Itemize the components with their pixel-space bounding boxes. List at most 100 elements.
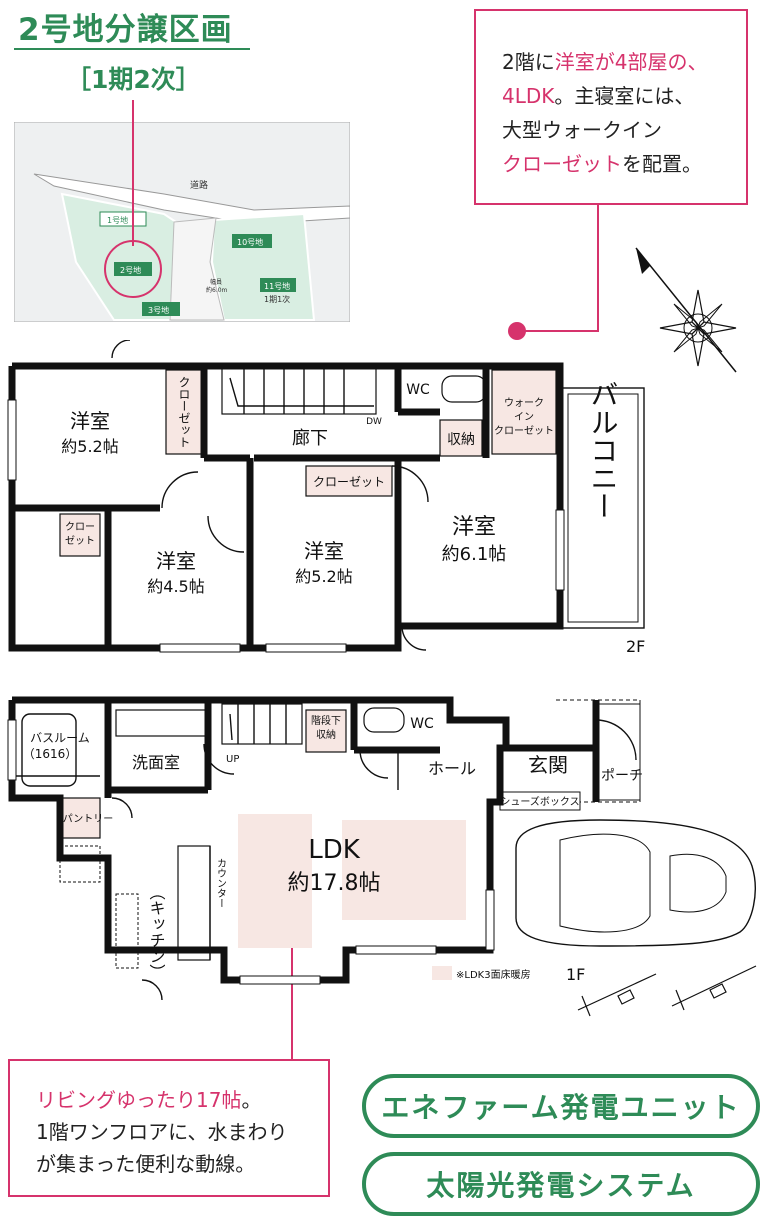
pantry-fill: [59, 797, 101, 839]
storage-2f: [439, 419, 483, 457]
window: [485, 889, 495, 951]
stair-storage-label-2: 収納: [316, 728, 336, 741]
balcony-label: バルコニー: [587, 380, 620, 520]
toilet-2f-icon: [441, 375, 487, 403]
door-swing: [111, 797, 133, 819]
door-swing: [161, 471, 199, 509]
walkin-label-3: クローゼット: [494, 425, 554, 437]
window: [159, 643, 241, 653]
callout-bottom-line-2: 1階ワンフロアに、水まわり: [36, 1120, 288, 1144]
porch-steps: [595, 703, 641, 801]
callout-2f-summary: 2階に洋室が4部屋の、 4LDK。主寝室には、 大型ウォークイン クローゼットを…: [474, 9, 748, 205]
lot-10-label: 10号地: [237, 237, 263, 247]
floor-2f-label: 2F: [626, 637, 645, 656]
callout-bottom-line-3: が集まった便利な動線。: [36, 1152, 256, 1176]
kitchen-label: （キッチン）: [147, 884, 166, 980]
bathroom-size: （1616）: [23, 747, 78, 761]
room-2f-3-size: 約5.2帖: [295, 567, 352, 586]
lot-11-box: [260, 278, 296, 292]
stairs-1f: [221, 703, 303, 745]
closet-2f-2: [59, 513, 101, 557]
wc-2f-label: WC: [406, 382, 430, 398]
room-2f-4-name: 洋室: [452, 515, 496, 540]
toilet-1f-icon: [363, 707, 405, 733]
callout-text: 2階に: [502, 50, 555, 74]
counter-label: カウンター: [215, 858, 227, 908]
wc-1f-label: WC: [410, 716, 434, 732]
closet-2f-1: [165, 369, 203, 455]
callout-text: を配置。: [622, 152, 702, 176]
kitchen-counter-icon: [177, 845, 211, 961]
stair-storage-label-1: 階段下: [311, 714, 341, 727]
callout-text: 。主寝室には、: [554, 84, 695, 108]
callout-1f-summary: リビングゆったり17帖。 1階ワンフロアに、水まわり が集まった便利な動線。: [8, 1059, 330, 1197]
walkin-closet: [491, 369, 557, 455]
door-swing: [203, 743, 235, 775]
callout-top-leader: [517, 205, 599, 332]
closet-2f-3-label: クローゼット: [313, 475, 385, 489]
washroom-label: 洗面室: [132, 753, 180, 772]
road-shape: [33, 173, 350, 225]
storage-2f-label: 収納: [447, 432, 475, 448]
title-underline: [14, 48, 250, 50]
door-swing: [141, 979, 163, 1000]
door-swing: [391, 465, 429, 503]
floor-heating-note: ※LDK3面床暖房: [456, 968, 531, 981]
lot-1-label: 1号地: [107, 215, 128, 225]
road-width-label: 幅員: [210, 278, 222, 286]
callout-bottom-line-1: リビングゆったり17帖。: [36, 1085, 261, 1115]
lot-3-label: 3号地: [148, 305, 169, 315]
closet-2f-2-label-b: ゼット: [65, 535, 95, 547]
lot-1-box: [99, 211, 147, 227]
phase-label: 1期1次: [264, 294, 290, 304]
window: [7, 719, 17, 781]
door-swing: [595, 719, 637, 761]
outdoor-unit: [115, 893, 139, 969]
lot-2-box: [114, 262, 152, 276]
site-map: 道路 1号地 2号地 3号地 10号地 11号地 1期1次 幅員 約6.0m: [14, 122, 350, 322]
callout-highlight: リビングゆったり17帖: [36, 1088, 242, 1112]
closet-2f-1-label: クローゼット: [177, 376, 191, 448]
entrance-label: 玄関: [528, 753, 568, 777]
corridor-label: 廊下: [292, 428, 328, 449]
walkin-label-2: イン: [514, 412, 534, 423]
stairs-up-label: UP: [226, 754, 239, 765]
callout-line-2: 4LDK。主寝室には、: [502, 79, 694, 113]
dw-label: DW: [366, 417, 382, 427]
room-2f-3-name: 洋室: [304, 539, 344, 563]
door-swing: [207, 515, 245, 553]
door-swing: [359, 749, 389, 779]
stairs-2f: [221, 367, 377, 415]
page-title: 2号地分譲区画: [18, 12, 233, 48]
lot-3-box: [142, 302, 180, 316]
room-2f-1-name: 洋室: [70, 409, 110, 433]
floor-plan-2f: 洋室 約5.2帖 洋室 約4.5帖 洋室 約5.2帖 洋室 約6.1帖 クローゼ…: [7, 340, 645, 656]
window: [239, 975, 321, 985]
bathtub-icon: [21, 713, 77, 787]
callout-line-4: クローゼットを配置。: [502, 147, 702, 181]
balcony-inner: [567, 393, 639, 623]
callout-line-3: 大型ウォークイン: [502, 118, 662, 142]
window: [265, 643, 347, 653]
bathroom-label: バスルーム: [30, 731, 90, 745]
feature-solar-badge: 太陽光発電システム: [362, 1152, 760, 1216]
ldk-size: 約17.8帖: [288, 871, 381, 896]
road-width-value: 約6.0m: [206, 286, 228, 294]
callout-text: 。: [241, 1088, 262, 1112]
floor-heating-2: [342, 820, 466, 920]
callout-line-1: 2階に洋室が4部屋の、: [502, 45, 707, 79]
room-2f-4-size: 約6.1帖: [442, 544, 507, 565]
walkin-label-1: ウォーク: [504, 397, 544, 409]
vanity-icon: [115, 709, 207, 737]
porch-label: ポーチ: [601, 768, 643, 784]
floor-plan-1f: バスルーム （1616） 洗面室 UP 階段下 収納 WC ホール 玄関 ポーチ…: [7, 696, 756, 1000]
lot-11-label: 11号地: [264, 281, 290, 291]
door-swing: [111, 340, 131, 359]
shoebox-label: シューズボックス: [500, 795, 579, 808]
ldk-label: LDK: [308, 835, 361, 865]
stair-storage-fill: [305, 709, 347, 753]
door-swing: [401, 625, 427, 651]
floor-1f-label: 1F: [566, 965, 585, 984]
page-subtitle: ［1期2次］: [66, 65, 201, 94]
room-2f-2-size: 約4.5帖: [147, 577, 204, 596]
